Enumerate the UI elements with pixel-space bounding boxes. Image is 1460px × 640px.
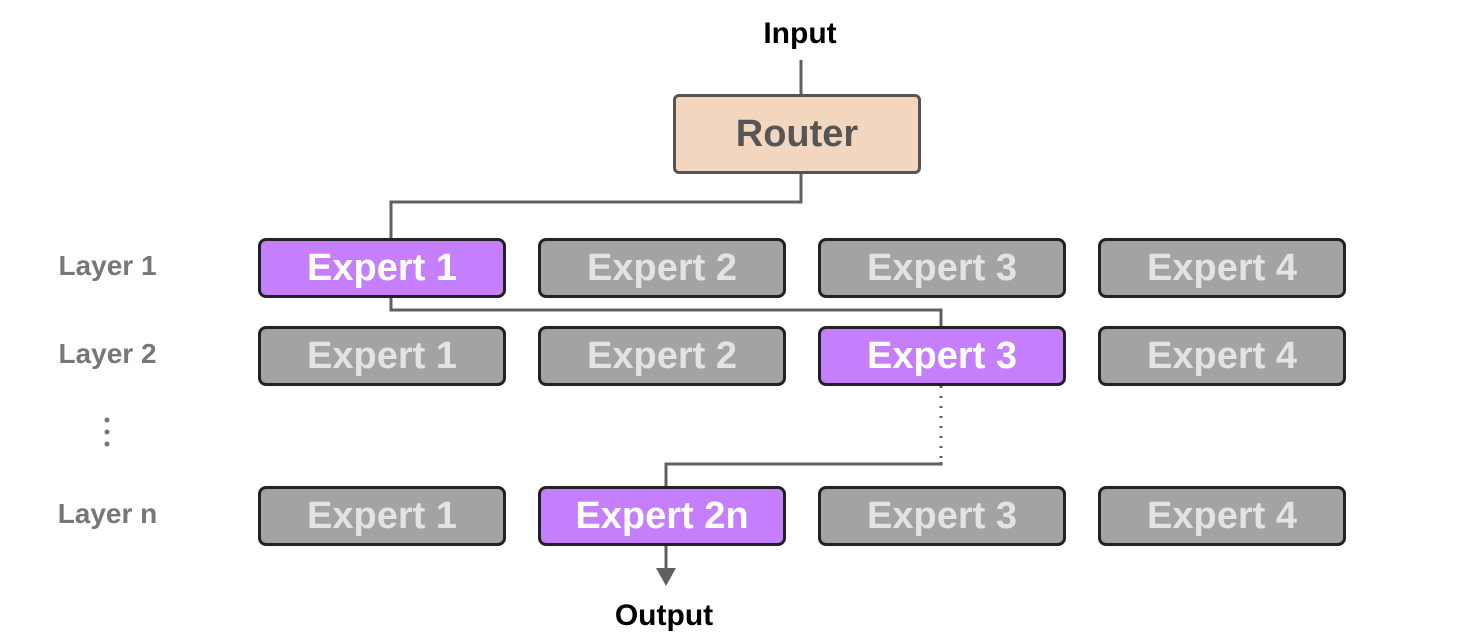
output-arrowhead bbox=[656, 568, 676, 586]
router-to-layer1-connector bbox=[389, 174, 803, 238]
input-label: Input bbox=[763, 17, 837, 50]
layer1-to-layer2-connector bbox=[389, 298, 943, 326]
expert-box-inactive: Expert 1 bbox=[258, 486, 506, 546]
expert-box-active: Expert 2n bbox=[538, 486, 786, 546]
expert-box-inactive: Expert 3 bbox=[818, 238, 1066, 298]
output-label: Output bbox=[614, 599, 714, 632]
layer-label-1: Layer 1 bbox=[58, 250, 157, 281]
expert-box-active: Expert 1 bbox=[258, 238, 506, 298]
expert-box-active: Expert 3 bbox=[818, 326, 1066, 386]
layer-label-n: Layer n bbox=[57, 498, 158, 529]
expert-box-inactive: Expert 3 bbox=[818, 486, 1066, 546]
router-box: Router bbox=[673, 94, 921, 174]
expert-box-inactive: Expert 2 bbox=[538, 238, 786, 298]
expert-box-inactive: Expert 4 bbox=[1098, 486, 1346, 546]
expert-box-inactive: Expert 4 bbox=[1098, 238, 1346, 298]
layern-connector bbox=[664, 462, 943, 486]
expert-box-inactive: Expert 4 bbox=[1098, 326, 1346, 386]
expert-box-inactive: Expert 2 bbox=[538, 326, 786, 386]
expert-box-inactive: Expert 1 bbox=[258, 326, 506, 386]
vertical-ellipsis-icon bbox=[104, 417, 110, 447]
layer-label-2: Layer 2 bbox=[58, 338, 157, 369]
